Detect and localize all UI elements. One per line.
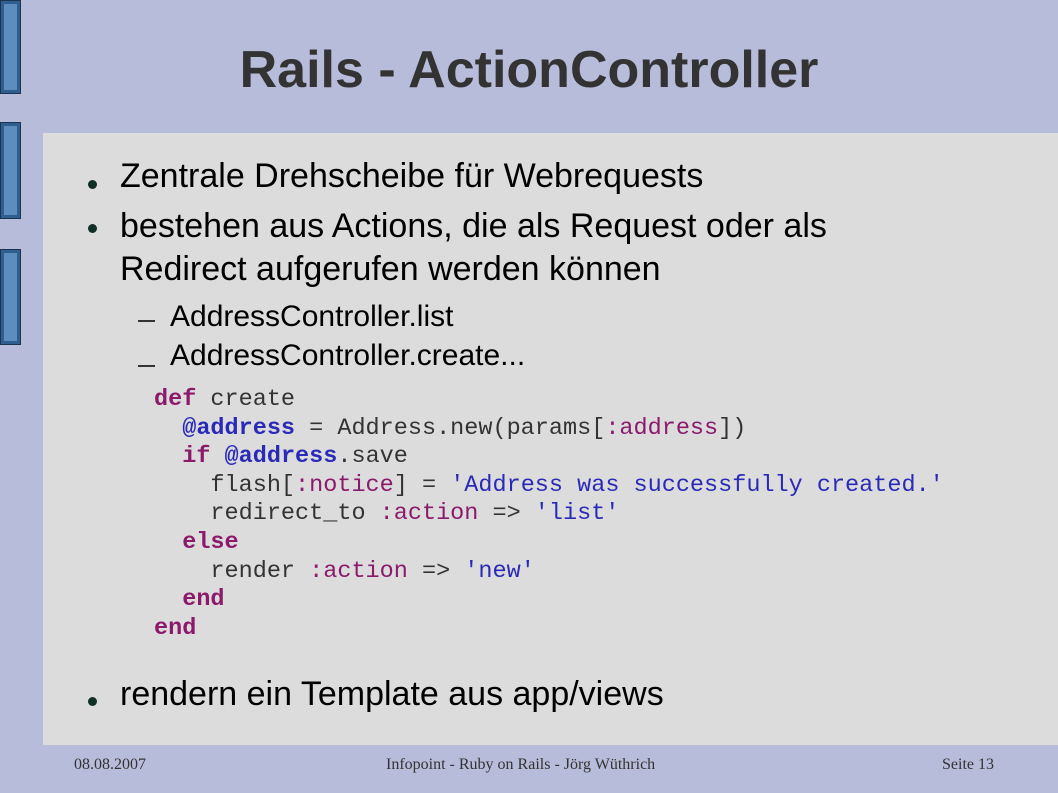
bullet-1-text: Zentrale Drehscheibe für Webrequests [120,157,704,195]
bullet-dot [88,180,97,189]
bullet-3-text: rendern ein Template aus app/views [120,675,664,713]
footer-date: 08.08.2007 [74,756,146,773]
accent-bar-bottom [0,249,21,345]
footer-center: Infopoint - Ruby on Rails - Jörg Wüthric… [386,756,656,773]
dash-marker [138,320,155,322]
accent-bar-middle [0,122,21,219]
accent-bar-top [0,0,21,94]
code-block: def create @address = Address.new(params… [154,386,944,642]
footer-page: Seite 13 [942,756,994,773]
content-panel [43,133,1058,745]
dash-marker [138,365,155,367]
bullet-dot [88,697,97,706]
slide-title: Rails - ActionController [239,41,819,99]
sub-bullet-1-text: AddressController.list [170,300,454,333]
bullet-dot [88,224,97,233]
sub-bullet-2-text: AddressController.create... [170,339,526,372]
bullet-2-text-line1: bestehen aus Actions, die als Request od… [120,207,827,245]
bullet-2-text-line2: Redirect aufgerufen werden können [120,250,661,288]
